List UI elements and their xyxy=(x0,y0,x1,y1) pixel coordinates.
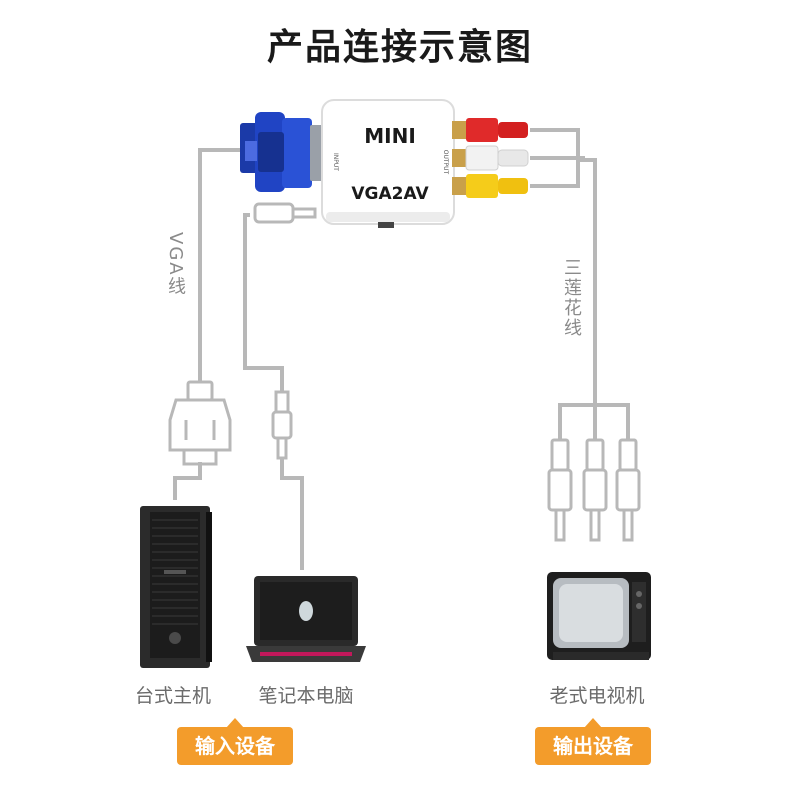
rca-cable-label: 三莲花线 xyxy=(561,258,582,338)
laptop-image xyxy=(246,576,366,662)
input-devices-label: 输入设备 xyxy=(195,734,275,758)
laptop-label: 笔记本电脑 xyxy=(258,685,354,707)
converter-model: VGA2AV xyxy=(351,184,429,204)
desktop-tower-image xyxy=(140,506,212,668)
rca-plug-white xyxy=(452,145,529,171)
desktop-label: 台式主机 xyxy=(134,685,211,707)
converter-input-label: INPUT xyxy=(332,153,339,171)
page-title: 产品连接示意图 xyxy=(266,27,533,68)
rca-plug-outlines xyxy=(547,438,641,542)
converter-brand: MINI xyxy=(364,124,416,148)
input-devices-badge: 输入设备 xyxy=(177,718,293,765)
cable-lines xyxy=(173,128,630,570)
rca-plug-yellow xyxy=(452,174,528,198)
old-tv-image xyxy=(547,572,651,660)
vga-plug-outline xyxy=(168,380,232,466)
badge-notch xyxy=(584,718,602,728)
badge-notch xyxy=(226,718,244,728)
tv-label: 老式电视机 xyxy=(549,685,645,707)
audio-plug-top xyxy=(253,202,317,224)
output-devices-label: 输出设备 xyxy=(553,734,633,758)
vga-cable-label: VGA线 xyxy=(165,232,186,297)
vga-connector xyxy=(240,112,324,192)
rca-plug-red xyxy=(452,118,528,142)
converter-output-label: OUTPUT xyxy=(442,150,449,175)
audio-plug-outline xyxy=(271,390,293,460)
converter-box xyxy=(321,99,455,228)
output-devices-badge: 输出设备 xyxy=(535,718,651,765)
